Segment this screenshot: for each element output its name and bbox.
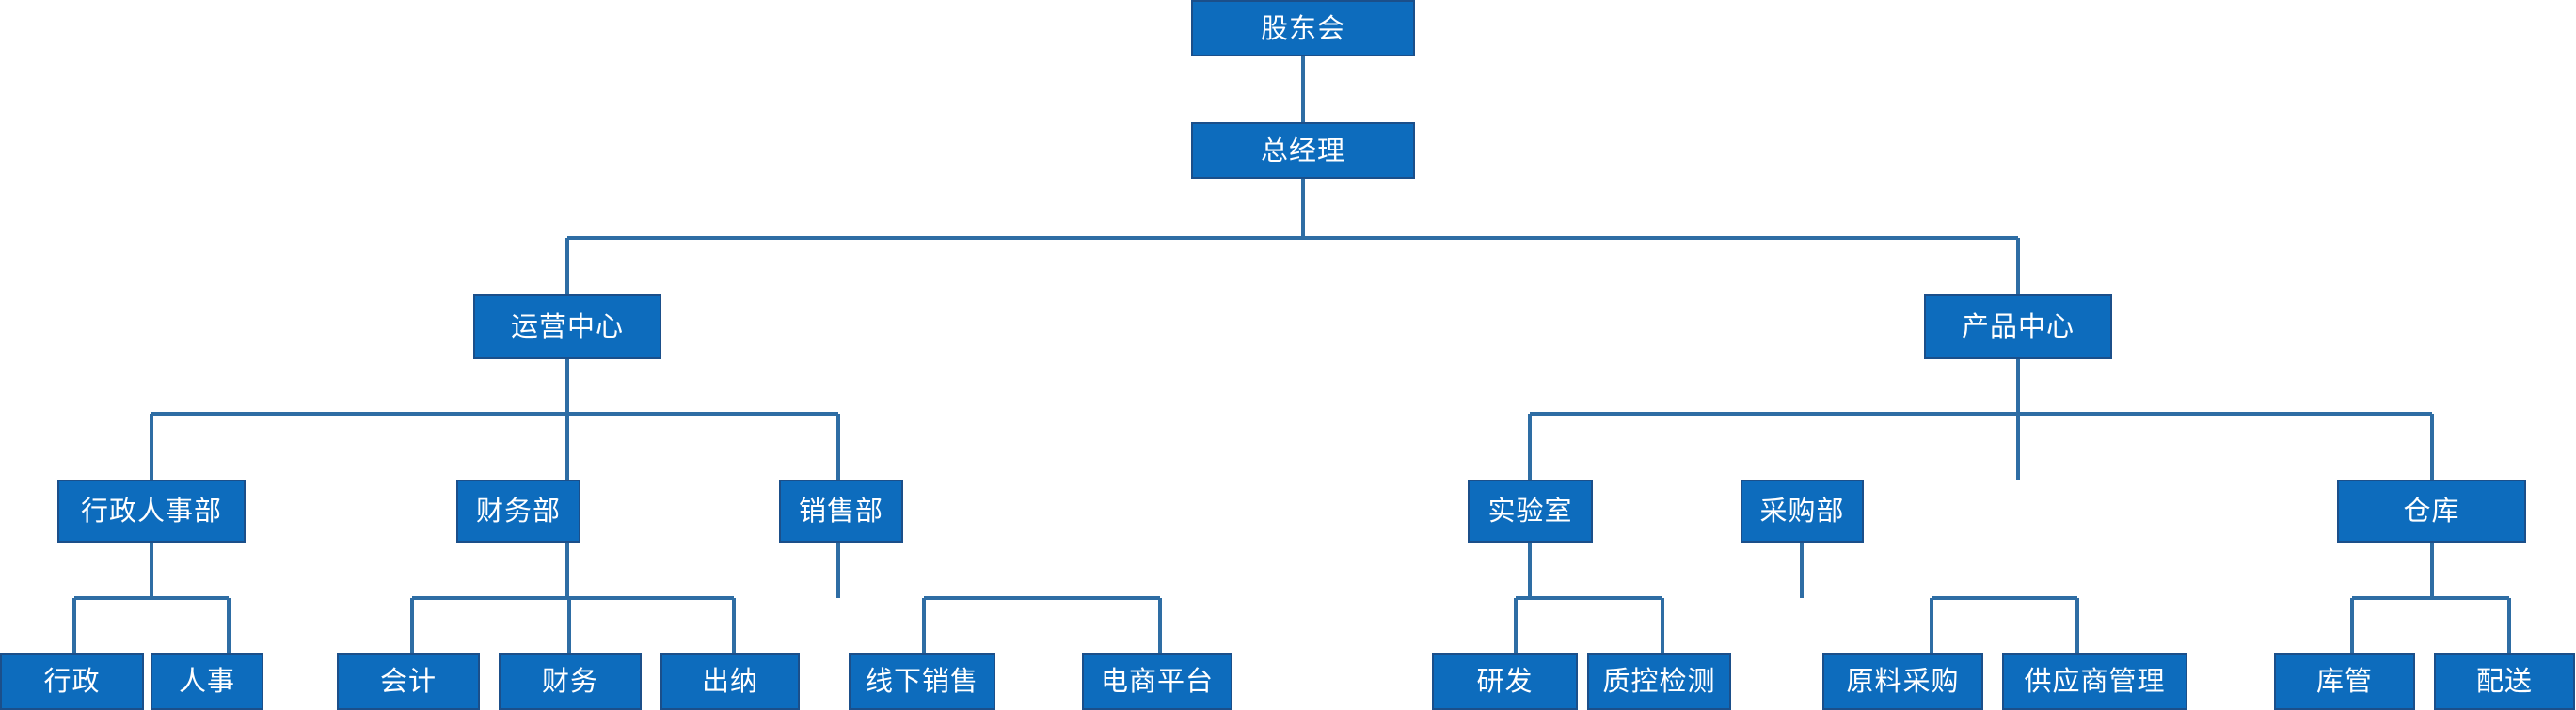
node-delivery[interactable]: 配送	[2434, 653, 2575, 710]
node-treasury[interactable]: 财务	[499, 653, 642, 710]
node-purchasing-department[interactable]: 采购部	[1741, 480, 1864, 543]
node-research-development[interactable]: 研发	[1432, 653, 1578, 710]
node-administration[interactable]: 行政	[0, 653, 144, 710]
node-sales-department[interactable]: 销售部	[779, 480, 903, 543]
node-quality-control-testing[interactable]: 质控检测	[1587, 653, 1731, 710]
node-supplier-management[interactable]: 供应商管理	[2002, 653, 2187, 710]
node-general-manager[interactable]: 总经理	[1191, 122, 1415, 179]
node-cashier[interactable]: 出纳	[660, 653, 800, 710]
node-warehouse[interactable]: 仓库	[2337, 480, 2526, 543]
node-accounting[interactable]: 会计	[337, 653, 480, 710]
node-raw-material-purchasing[interactable]: 原料采购	[1822, 653, 1983, 710]
node-stock-management[interactable]: 库管	[2274, 653, 2415, 710]
node-admin-hr-department[interactable]: 行政人事部	[57, 480, 246, 543]
node-shareholders-meeting[interactable]: 股东会	[1191, 0, 1415, 56]
node-operations-center[interactable]: 运营中心	[473, 294, 661, 359]
node-human-resources[interactable]: 人事	[151, 653, 263, 710]
node-product-center[interactable]: 产品中心	[1924, 294, 2112, 359]
node-offline-sales[interactable]: 线下销售	[849, 653, 995, 710]
node-laboratory[interactable]: 实验室	[1468, 480, 1593, 543]
node-ecommerce-platform[interactable]: 电商平台	[1082, 653, 1232, 710]
node-finance-department[interactable]: 财务部	[456, 480, 580, 543]
